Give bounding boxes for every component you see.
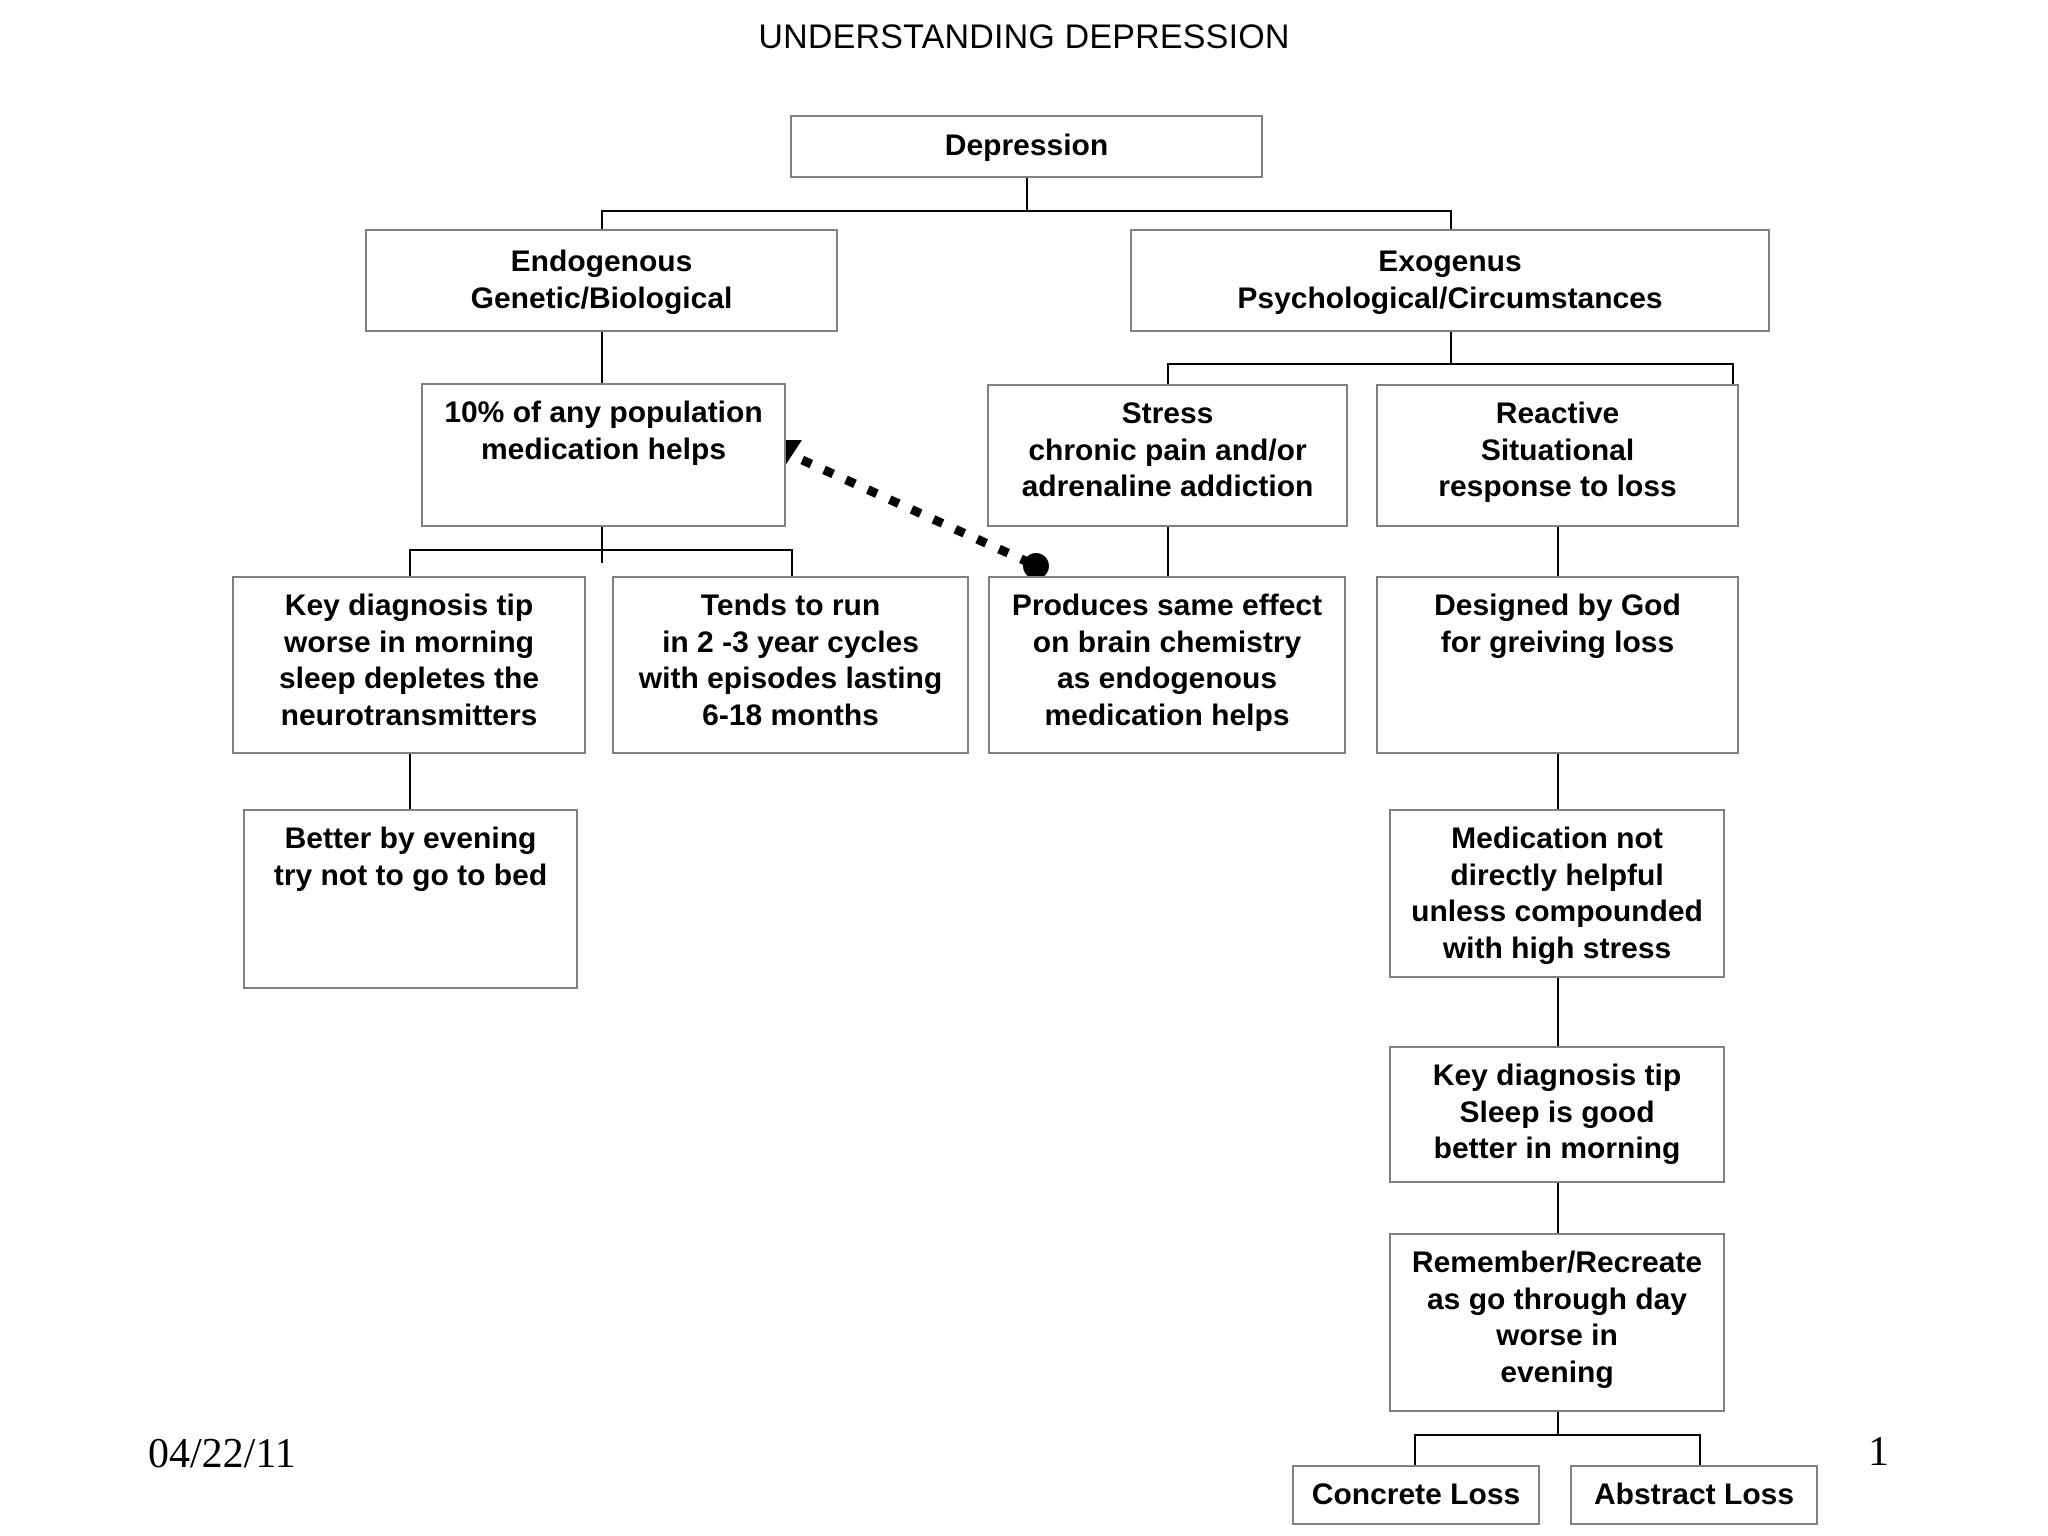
node-produces-same-effect[interactable]: Produces same effect on brain chemistry … [988, 576, 1346, 754]
page-title: UNDERSTANDING DEPRESSION [758, 18, 1290, 56]
node-key-diagnosis-tip-sleep[interactable]: Key diagnosis tip Sleep is good better i… [1389, 1046, 1725, 1183]
connector-medication-to-keysleep [1557, 978, 1559, 1046]
connector-designed-to-medication [1557, 754, 1559, 809]
node-stress[interactable]: Stress chronic pain and/or adrenaline ad… [987, 384, 1348, 527]
node-abstract-loss[interactable]: Abstract Loss [1570, 1465, 1818, 1525]
connector-tenpercent-stem [601, 527, 603, 563]
node-tends-to-run[interactable]: Tends to run in 2 -3 year cycles with ep… [612, 576, 969, 754]
connector-tenpercent-to-keydiagnosis [409, 549, 411, 576]
node-endogenous[interactable]: Endogenous Genetic/Biological [365, 229, 838, 332]
connector-root-to-exogenus [1450, 210, 1452, 229]
connector-remember-to-concrete [1414, 1434, 1416, 1465]
connector-remember-bar [1414, 1434, 1701, 1436]
node-ten-percent-population[interactable]: 10% of any population medication helps [421, 383, 786, 527]
connector-reactive-to-designed [1557, 527, 1559, 576]
connector-exogenus-bar [1167, 363, 1734, 365]
connector-tenpercent-to-tendstorun [791, 549, 793, 576]
connector-exogenus-to-reactive [1732, 363, 1734, 384]
connector-root-bar [601, 210, 1452, 212]
footer-page-number: 1 [1868, 1429, 1889, 1475]
connector-root-to-endogenous [601, 210, 603, 229]
connector-stress-to-produces [1167, 527, 1169, 576]
node-better-by-evening[interactable]: Better by evening try not to go to bed [243, 809, 578, 989]
node-medication-not-directly-helpful[interactable]: Medication not directly helpful unless c… [1389, 809, 1725, 978]
connector-keysleep-to-remember [1557, 1183, 1559, 1233]
footer-date: 04/22/11 [148, 1431, 296, 1477]
connector-remember-stem [1557, 1412, 1559, 1436]
node-reactive-situational[interactable]: Reactive Situational response to loss [1376, 384, 1739, 527]
node-depression[interactable]: Depression [790, 115, 1263, 178]
node-concrete-loss[interactable]: Concrete Loss [1292, 1465, 1540, 1525]
connector-exogenus-to-stress [1167, 363, 1169, 384]
connector-tenpercent-bar [409, 549, 793, 551]
connector-keydiagnosis-to-betterbyevening [409, 754, 411, 809]
node-designed-by-god[interactable]: Designed by God for greiving loss [1376, 576, 1739, 754]
connector-exogenus-stem [1450, 332, 1452, 365]
node-remember-recreate[interactable]: Remember/Recreate as go through day wors… [1389, 1233, 1725, 1412]
connector-root-stem [1026, 178, 1028, 212]
node-exogenus[interactable]: Exogenus Psychological/Circumstances [1130, 229, 1770, 332]
node-key-diagnosis-tip-morning[interactable]: Key diagnosis tip worse in morning sleep… [232, 576, 586, 754]
connector-endogenous-to-ten-percent [601, 332, 603, 383]
connector-remember-to-abstract [1699, 1434, 1701, 1465]
